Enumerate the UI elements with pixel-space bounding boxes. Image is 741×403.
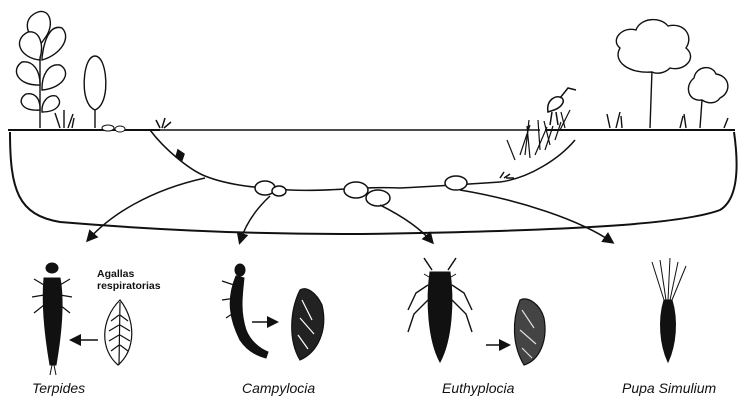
euthyplocia-nymph-icon (408, 258, 472, 362)
gills-annotation-line1: Agallas (97, 268, 161, 280)
stone (272, 186, 286, 196)
euthyplocia-case-icon (514, 299, 545, 365)
campylocia-larva-icon (222, 264, 268, 358)
arrow-to-euthyplocia (380, 205, 432, 242)
organism-label-pupa-simulium: Pupa Simulium (622, 380, 716, 396)
terpides-larva-icon (32, 263, 72, 375)
arrow-to-pupa-simulium (460, 190, 612, 242)
gills-annotation: Agallas respiratorias (97, 268, 161, 292)
stream-channel (10, 132, 737, 234)
stream-bed (290, 140, 575, 190)
organism-label-campylocia: Campylocia (242, 380, 315, 396)
right-vegetation (607, 20, 728, 128)
reeds (507, 110, 570, 160)
arrow-to-campylocia (240, 196, 270, 242)
gills-annotation-line2: respiratorias (97, 280, 161, 292)
stone (115, 126, 125, 132)
stone (344, 182, 368, 198)
heron-icon (548, 88, 576, 125)
campylocia-case-icon (292, 289, 324, 360)
left-vegetation (16, 11, 105, 128)
pupa-simulium-icon (652, 258, 686, 362)
bank-plant (156, 118, 514, 178)
organism-label-terpides: Terpides (32, 380, 85, 396)
stone (445, 176, 467, 190)
stone (102, 125, 114, 131)
organism-label-euthyplocia: Euthyplocia (442, 380, 514, 396)
stone (366, 190, 390, 206)
gill-leaf-icon (105, 300, 132, 365)
